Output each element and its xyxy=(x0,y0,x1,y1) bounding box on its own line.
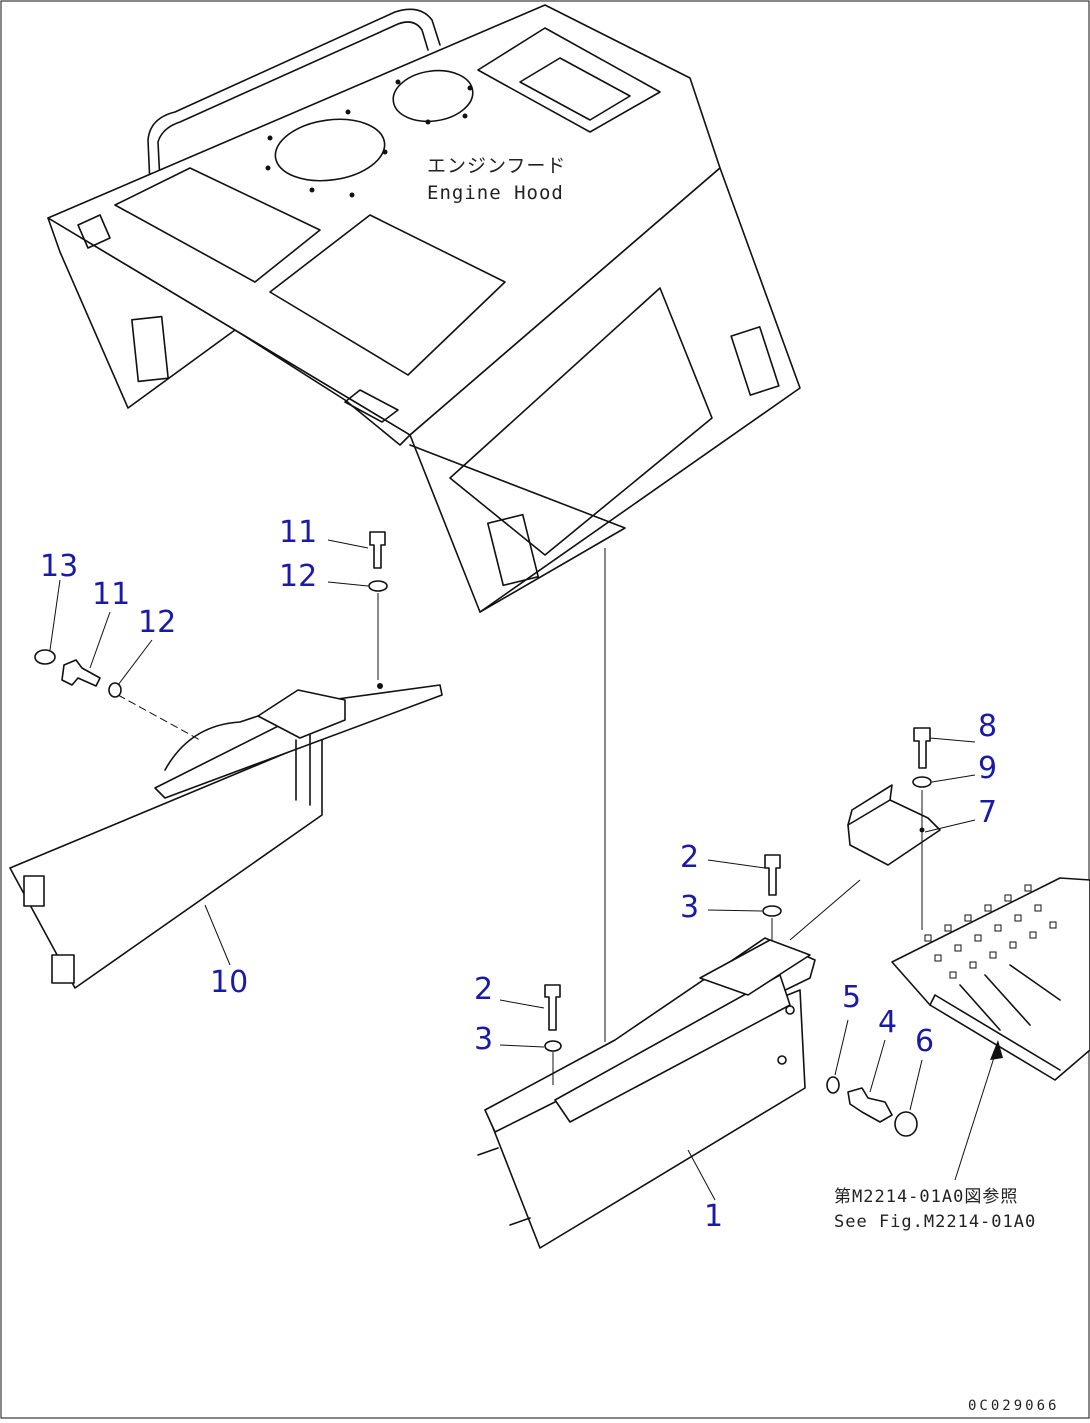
hood-lower-fold xyxy=(409,444,626,613)
hood-label-en: Engine Hood xyxy=(427,182,564,204)
part-1-cover-right xyxy=(477,937,816,1249)
hood-latch-right xyxy=(730,326,780,396)
leader-lines xyxy=(49,539,976,1201)
washer-12-horizontal xyxy=(108,682,122,698)
callout-8[interactable]: 8 xyxy=(978,709,998,744)
part-7-bracket-group xyxy=(847,727,941,930)
floor-plate-holes xyxy=(924,884,1057,979)
cover-left-panel xyxy=(9,737,323,989)
callout-3-lower[interactable]: 3 xyxy=(474,1022,494,1057)
reference-note-ja: 第M2214-01A0図参照 xyxy=(834,1187,1019,1207)
bolt-2-lower xyxy=(544,984,561,1031)
reference-arrow-line xyxy=(954,1044,999,1181)
callout-5[interactable]: 5 xyxy=(842,980,862,1015)
reference-note-en: See Fig.M2214-01A0 xyxy=(834,1212,1037,1232)
washer-12-vertical xyxy=(368,580,388,592)
reference-arrowhead xyxy=(990,1040,1003,1060)
callout-11-left[interactable]: 11 xyxy=(92,577,131,612)
callout-7[interactable]: 7 xyxy=(978,795,998,830)
callout-12-left[interactable]: 12 xyxy=(138,605,177,640)
washer-5 xyxy=(826,1076,840,1094)
fasteners-left-group xyxy=(34,531,388,698)
bolt-8 xyxy=(913,727,931,769)
hood-handle-rail-inner xyxy=(157,21,429,183)
hood-latch-left xyxy=(131,315,169,383)
callout-13[interactable]: 13 xyxy=(40,549,79,584)
hood-top-panel-b xyxy=(269,214,506,376)
hood-round-hole-small xyxy=(392,69,474,123)
washer-3-lower xyxy=(544,1040,562,1052)
part-10-cover-left xyxy=(9,683,443,989)
engine-hood xyxy=(47,4,801,613)
fasteners-right-group xyxy=(544,854,918,1137)
bolt-2-upper xyxy=(764,854,781,896)
callout-9[interactable]: 9 xyxy=(978,751,998,786)
cover-left-handle xyxy=(164,701,301,771)
callout-2-upper[interactable]: 2 xyxy=(680,840,700,875)
callout-3-upper[interactable]: 3 xyxy=(680,890,700,925)
callout-6[interactable]: 6 xyxy=(915,1024,935,1059)
callout-12-top[interactable]: 12 xyxy=(279,559,318,594)
callout-11-top[interactable]: 11 xyxy=(279,515,318,550)
cover-left-bracket xyxy=(257,689,346,739)
hood-duct-inner xyxy=(519,57,631,121)
hood-label-ja: エンジンフード xyxy=(427,155,567,177)
cover-right-lip xyxy=(554,974,791,1123)
hood-tab xyxy=(344,389,399,423)
hood-corner-tab xyxy=(77,214,111,249)
bolt-4 xyxy=(847,1087,893,1123)
drawing-id: 0C029066 xyxy=(968,1398,1060,1414)
cover-right-bracket xyxy=(699,939,811,996)
hood-left-side xyxy=(47,217,411,446)
callout-1[interactable]: 1 xyxy=(704,1199,724,1234)
callout-2-lower[interactable]: 2 xyxy=(474,972,494,1007)
hood-front-panel xyxy=(409,167,801,613)
hood-latch-front xyxy=(486,513,540,587)
washer-9 xyxy=(912,776,932,788)
bracket-7 xyxy=(847,799,941,866)
callout-4[interactable]: 4 xyxy=(878,1005,898,1040)
washer-3-upper xyxy=(762,905,782,917)
cap-6 xyxy=(894,1111,918,1137)
callout-10[interactable]: 10 xyxy=(210,965,249,1000)
hood-side-panel xyxy=(449,287,713,556)
ring-13 xyxy=(34,649,56,665)
hood-round-hole-large xyxy=(274,118,386,182)
bolt-11-horizontal xyxy=(61,659,101,687)
hood-duct-opening xyxy=(477,27,661,133)
hood-top-panel-a xyxy=(114,167,321,283)
floor-plate xyxy=(891,877,1090,1081)
hood-handle-rail xyxy=(147,8,441,186)
bolt-11-vertical xyxy=(369,531,386,569)
